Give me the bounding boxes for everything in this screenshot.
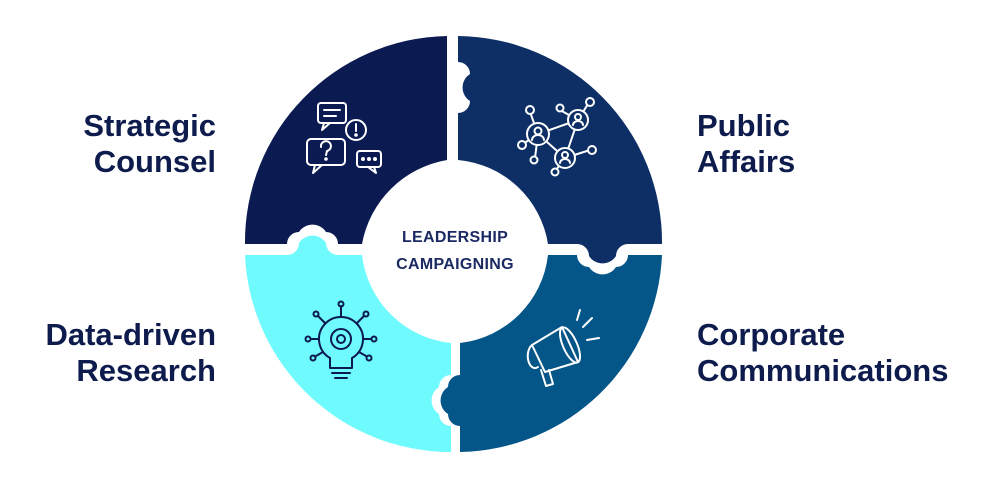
label-data-driven-research: Data-driven Research (45, 317, 216, 389)
label-line-2: Communications (697, 353, 949, 388)
lightbulb-gear-icon (304, 300, 378, 379)
label-corporate-communications: Corporate Communications (697, 317, 948, 389)
chat-bubbles-icon (306, 102, 382, 174)
label-strategic-counsel: Strategic Counsel (83, 108, 216, 180)
center-title-line-2: CAMPAIGNING (396, 256, 514, 273)
center-title: LEADERSHIP CAMPAIGNING (354, 224, 556, 278)
network-people-icon (517, 97, 597, 177)
label-line-2: Counsel (93, 144, 216, 179)
label-line-1: Public (697, 108, 791, 143)
megaphone-icon (526, 309, 600, 387)
label-line-2: Research (76, 353, 216, 388)
label-line-1: Data-driven (45, 317, 216, 352)
center-title-line-1: LEADERSHIP (401, 229, 509, 246)
label-line-1: Corporate (697, 317, 846, 352)
segment-data-driven-research (245, 235, 451, 453)
label-line-1: Strategic (83, 108, 216, 143)
segment-corporate-communications (440, 255, 662, 452)
label-public-affairs: Public Affairs (697, 108, 795, 180)
label-line-2: Affairs (697, 144, 796, 179)
segment-strategic-counsel (244, 36, 447, 244)
